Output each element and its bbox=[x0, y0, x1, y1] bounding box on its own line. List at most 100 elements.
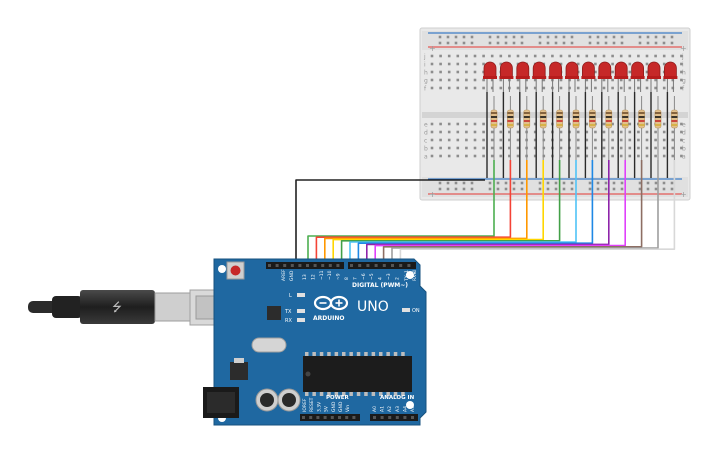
breadboard-hole bbox=[576, 154, 580, 158]
breadboard-hole bbox=[576, 146, 580, 150]
breadboard-hole bbox=[516, 154, 520, 158]
resistor-band bbox=[589, 120, 596, 122]
row-letter: f bbox=[682, 86, 685, 93]
breadboard-hole bbox=[533, 146, 537, 150]
breadboard-hole bbox=[654, 86, 657, 90]
row-letter: g bbox=[424, 78, 428, 85]
mcu-pin bbox=[401, 392, 405, 396]
resistor-band bbox=[605, 124, 612, 126]
breadboard-hole bbox=[671, 54, 675, 58]
resistor bbox=[539, 109, 547, 129]
resistor-band bbox=[523, 116, 530, 118]
breadboard-hole bbox=[516, 54, 520, 58]
header-pin bbox=[388, 416, 392, 419]
breadboard-hole bbox=[611, 138, 614, 142]
resistor-band bbox=[556, 124, 563, 126]
row-letter: c bbox=[682, 138, 685, 145]
breadboard-hole bbox=[585, 146, 589, 150]
header-pin bbox=[374, 264, 378, 267]
breadboard-hole bbox=[671, 138, 675, 142]
breadboard-hole bbox=[465, 154, 468, 158]
row-letter: b bbox=[682, 146, 686, 153]
breadboard-hole bbox=[499, 154, 503, 158]
digital-label: DIGITAL (PWM~) bbox=[352, 282, 408, 289]
pin-label: 8 bbox=[344, 277, 350, 280]
rail-hole bbox=[446, 41, 450, 45]
breadboard-hole bbox=[637, 154, 640, 158]
mcu-pin bbox=[312, 352, 316, 356]
breadboard-hole bbox=[662, 86, 666, 90]
resistor bbox=[556, 109, 563, 129]
usb-cable[interactable]: ⭍ bbox=[28, 289, 247, 326]
rail-hole bbox=[588, 187, 592, 191]
led bbox=[631, 61, 644, 79]
breadboard-hole bbox=[662, 154, 666, 158]
led-base bbox=[532, 76, 547, 79]
rail-hole bbox=[570, 181, 574, 185]
resistor-band bbox=[507, 116, 514, 118]
breadboard-hole bbox=[559, 62, 563, 66]
breadboard-hole bbox=[645, 122, 649, 126]
breadboard-hole bbox=[516, 146, 520, 150]
breadboard-hole bbox=[680, 70, 683, 74]
rail-hole bbox=[538, 187, 542, 191]
header-pin bbox=[411, 416, 414, 419]
breadboard-hole bbox=[654, 138, 657, 142]
breadboard-hole bbox=[516, 130, 520, 134]
rail-plus-label: + bbox=[429, 44, 436, 53]
tx-led bbox=[297, 309, 305, 313]
breadboard-hole bbox=[594, 154, 597, 158]
breadboard-hole bbox=[508, 146, 511, 150]
row-letter: d bbox=[682, 130, 686, 137]
resistor-band bbox=[589, 124, 596, 126]
mcu-pin bbox=[401, 352, 405, 356]
breadboard-hole bbox=[473, 54, 477, 58]
breadboard-hole bbox=[585, 130, 589, 134]
mcu-pin bbox=[319, 392, 324, 396]
breadboard-hole bbox=[576, 54, 580, 58]
pin-label: ~10 bbox=[327, 270, 333, 280]
breadboard-hole bbox=[447, 138, 451, 142]
rail-hole bbox=[588, 181, 592, 185]
crystal-oscillator bbox=[251, 337, 287, 353]
breadboard-hole bbox=[645, 138, 649, 142]
breadboard-hole bbox=[662, 78, 666, 82]
rail-hole bbox=[596, 181, 600, 185]
arduino-uno-board[interactable]: L TX RX ON ARDUINO UNO DIGITAL (PWM~) PO… bbox=[203, 258, 427, 426]
rail-hole bbox=[620, 41, 624, 45]
breadboard-hole bbox=[456, 54, 460, 58]
breadboard-hole bbox=[619, 130, 623, 134]
breadboard-hole bbox=[473, 154, 477, 158]
resistor-band bbox=[655, 116, 661, 118]
breadboard-hole bbox=[637, 54, 640, 58]
breadboard-hole bbox=[439, 146, 442, 150]
header-pin bbox=[345, 416, 349, 419]
breadboard-hole bbox=[628, 62, 632, 66]
rail-hole bbox=[554, 187, 558, 191]
rail-hole bbox=[596, 41, 600, 45]
usb-cable-tail bbox=[28, 301, 58, 313]
pin-label: 5V bbox=[324, 405, 330, 412]
mcu-pin bbox=[386, 352, 390, 356]
rail-hole bbox=[654, 187, 658, 191]
header-pin bbox=[350, 264, 353, 267]
breadboard-hole bbox=[499, 122, 503, 126]
breadboard-hole bbox=[533, 78, 537, 82]
breadboard-hole bbox=[439, 70, 442, 74]
breadboard-hole bbox=[456, 86, 460, 90]
breadboard-hole bbox=[654, 78, 657, 82]
rail-hole bbox=[596, 35, 600, 39]
rail-hole bbox=[646, 181, 650, 185]
breadboard-hole bbox=[637, 86, 640, 90]
mcu-pin bbox=[319, 352, 324, 356]
breadboard-hole bbox=[637, 138, 640, 142]
led bbox=[664, 61, 677, 79]
pin-label: ~11 bbox=[319, 270, 325, 280]
rail-hole bbox=[488, 41, 492, 45]
resistor-band bbox=[491, 124, 497, 126]
rail-hole bbox=[546, 41, 550, 45]
breadboard-hole bbox=[645, 130, 649, 134]
breadboard-hole bbox=[490, 138, 494, 142]
